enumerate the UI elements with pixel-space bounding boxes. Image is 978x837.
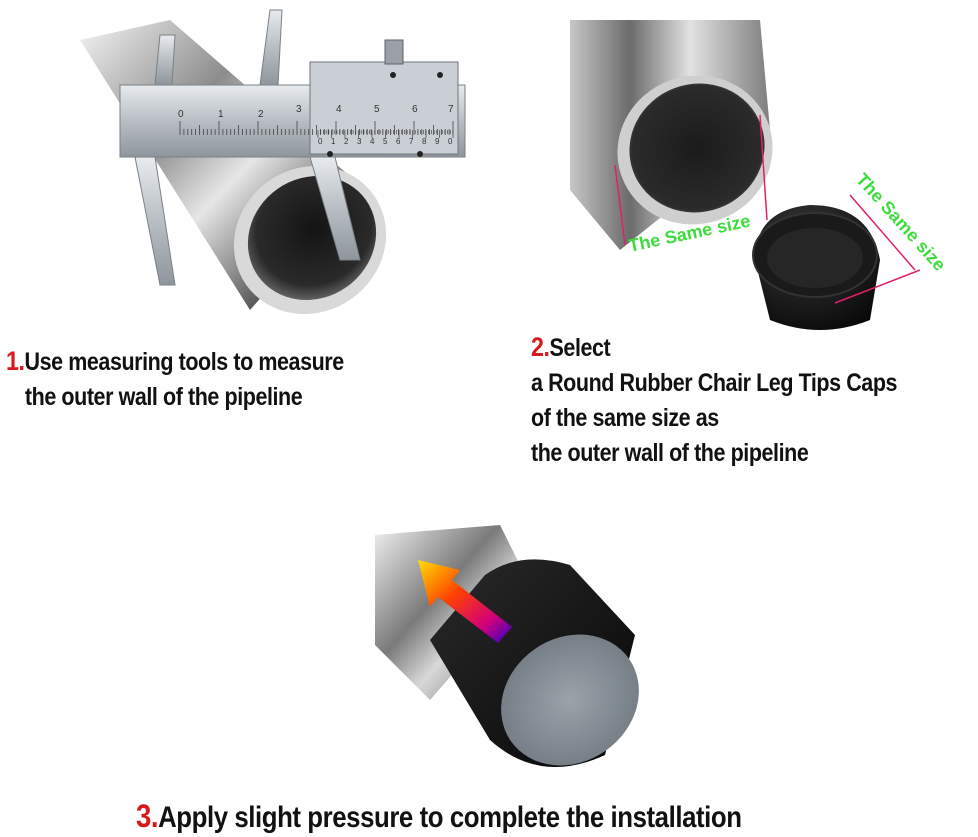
caliper-vernier-number: 9 [435, 137, 440, 146]
pipe [570, 20, 773, 250]
step3-illustration [375, 525, 639, 767]
caliper-main-number: 5 [374, 104, 380, 115]
step-line: Use measuring tools to measure [24, 348, 345, 376]
caliper-vernier-number: 6 [396, 137, 401, 146]
caliper-main-number: 4 [336, 104, 342, 115]
caliper-vernier-number: 7 [409, 137, 414, 146]
step2-illustration: The Same size The Same size [570, 20, 950, 330]
step-number: 1. [6, 346, 25, 376]
caliper-vernier-number: 5 [383, 137, 388, 146]
step-line: of the same size as [531, 404, 719, 432]
caliper-vernier-number: 1 [331, 137, 336, 146]
caliper-vernier-number: 3 [357, 137, 362, 146]
caliper-main-number: 1 [218, 109, 224, 120]
caliper-vernier-number: 4 [370, 137, 375, 146]
insert-arrow-icon [418, 560, 512, 643]
caliper-main-number: 7 [448, 104, 454, 115]
step-line: a Round Rubber Chair Leg Tips Caps [531, 369, 898, 397]
caliper-vernier-number: 2 [344, 137, 349, 146]
step-1-text: 1.Use measuring tools to measure the out… [6, 344, 344, 415]
step-2-text: 2.Select a Round Rubber Chair Leg Tips C… [531, 330, 897, 471]
step-line: Select [549, 334, 611, 362]
caliper-main-number: 6 [412, 104, 418, 115]
caliper-vernier-number: 0 [448, 137, 453, 146]
pipe [375, 525, 530, 700]
rubber-cap-illustration [752, 205, 880, 330]
caliper-icon: 0 1 2 3 4 5 6 7 0 1 2 3 4 5 6 7 8 9 0 [119, 9, 466, 286]
step-line: Apply slight pressure to complete the in… [158, 801, 742, 834]
step-line: the outer wall of the pipeline [24, 383, 303, 411]
step-3-text: 3.Apply slight pressure to complete the … [136, 798, 742, 836]
caliper-vernier-number: 8 [422, 137, 427, 146]
caliper-main-number: 2 [258, 109, 264, 120]
caliper-vernier-number: 0 [318, 137, 323, 146]
step-line: the outer wall of the pipeline [531, 439, 809, 467]
caliper-main-number: 0 [178, 109, 184, 120]
step-number: 3. [136, 798, 159, 834]
step1-illustration: 0 1 2 3 4 5 6 7 0 1 2 3 4 5 6 7 8 9 0 [80, 9, 466, 315]
caliper-main-number: 3 [296, 104, 302, 115]
step-number: 2. [531, 332, 550, 362]
